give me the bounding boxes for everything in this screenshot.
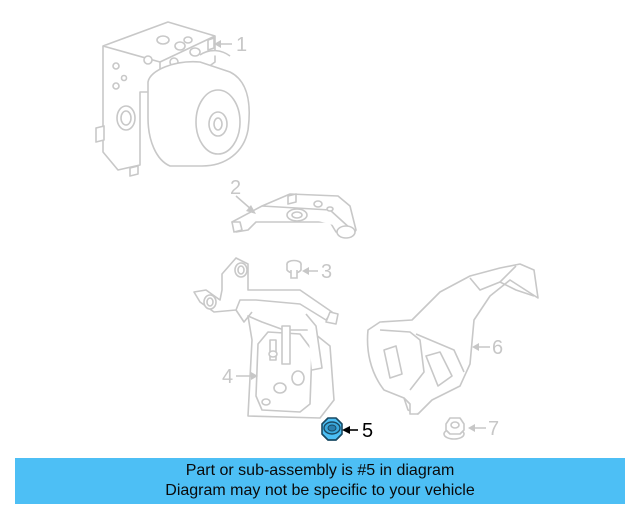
part-1-abs-modulator[interactable] xyxy=(95,21,250,177)
arrowhead-4 xyxy=(251,372,258,380)
callout-number-2: 2 xyxy=(230,177,241,199)
arrowhead-3 xyxy=(302,267,309,275)
arrowhead-5 xyxy=(342,426,350,434)
arrowhead-1 xyxy=(214,40,221,48)
banner-line-disclaimer: Diagram may not be specific to your vehi… xyxy=(165,482,475,499)
part-2-mounting-plate[interactable] xyxy=(231,193,357,239)
part-6-shield[interactable] xyxy=(366,263,539,415)
info-banner: Part or sub-assembly is #5 in diagram Di… xyxy=(15,458,625,504)
part-4-bracket[interactable] xyxy=(193,257,339,419)
callout-number-1: 1 xyxy=(236,34,247,56)
callout-number-5: 5 xyxy=(362,420,373,442)
callout-number-6: 6 xyxy=(492,337,503,359)
parts-diagram: 1 2 3 xyxy=(95,21,539,442)
banner-line-part-number: Part or sub-assembly is #5 in diagram xyxy=(185,462,455,479)
arrowhead-6 xyxy=(472,343,479,351)
callout-number-7: 7 xyxy=(488,418,499,440)
part-7-flange-nut[interactable] xyxy=(443,417,465,440)
callout-number-3: 3 xyxy=(321,261,332,283)
callout-number-4: 4 xyxy=(222,366,233,388)
part-5-nut[interactable] xyxy=(321,417,343,441)
arrowhead-2 xyxy=(246,205,256,214)
part-3-bolt[interactable] xyxy=(286,259,302,279)
arrowhead-7 xyxy=(468,424,475,432)
